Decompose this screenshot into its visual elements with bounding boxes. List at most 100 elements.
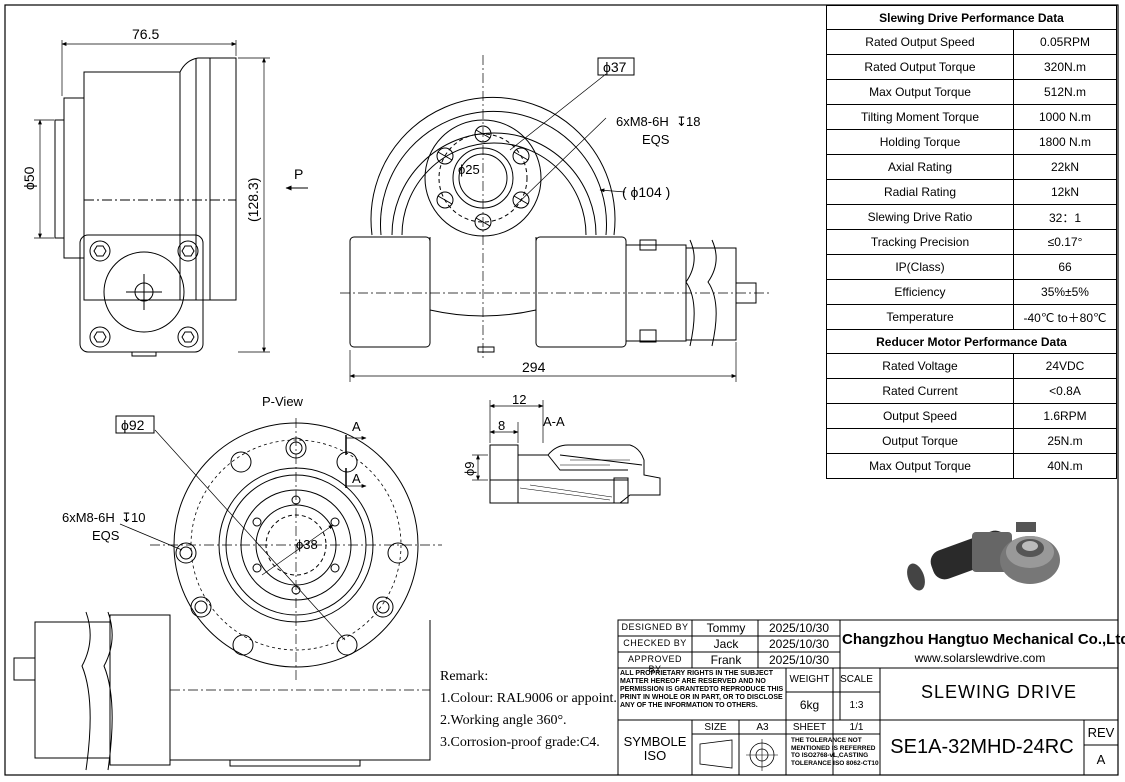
tolerance-note: THE TOLERANCE NOT MENTIONED IS REFERRED …: [791, 737, 879, 767]
scale-label: SCALE: [840, 674, 873, 685]
row-label: Axial Rating: [826, 154, 1014, 180]
sheet-value: 1/1: [849, 722, 864, 733]
remark-item-3: 3.Corrosion-proof grade:C4.: [440, 735, 600, 750]
dim-12: 12: [512, 392, 526, 407]
company-name: Changzhou Hangtuo Mechanical Co.,Ltd: [842, 631, 1125, 648]
row-label: Efficiency: [826, 279, 1014, 305]
table-header-row: Slewing Drive Performance Data: [826, 5, 1117, 30]
row-label: Temperature: [826, 304, 1014, 330]
section-mark-a-top: A: [352, 419, 361, 434]
rev-label: REV: [1087, 725, 1115, 740]
section-mark-a-bottom: A: [352, 471, 361, 486]
eqs-bottom: EQS: [92, 528, 120, 543]
scale-value: 1:3: [849, 700, 864, 711]
row-label: Tilting Moment Torque: [826, 104, 1014, 130]
row-label: Rated Voltage: [826, 353, 1014, 379]
dim-dia-38: ϕ38: [296, 537, 318, 552]
row-value: 22kN: [1013, 154, 1117, 180]
row-value: 12kN: [1013, 179, 1117, 205]
designed-date: 2025/10/30: [768, 621, 830, 635]
table-row: Rated Current<0.8A: [826, 378, 1117, 404]
drawing-border: [4, 4, 1119, 776]
checked-date: 2025/10/30: [768, 637, 830, 651]
proprietary-notice: ALL PROPRIETARY RIGHTS IN THE SUBJECT MA…: [620, 670, 784, 709]
remark-title: Remark:: [440, 669, 489, 684]
row-label: Holding Torque: [826, 129, 1014, 155]
designed-by-name: Tommy: [706, 621, 746, 635]
row-value: 66: [1013, 254, 1117, 280]
row-label: Rated Output Torque: [826, 54, 1014, 80]
row-label: IP(Class): [826, 254, 1014, 280]
table-row: IP(Class)66: [826, 254, 1117, 280]
company-website: www.solarslewdrive.com: [914, 651, 1046, 665]
remark-item-1: 1.Colour: RAL9006 or appoint.: [440, 691, 617, 706]
row-value: 1.6RPM: [1013, 403, 1117, 429]
section-a-a-view: [472, 400, 661, 504]
thread-spec-top: 6xM8-6H: [616, 114, 669, 129]
row-value: 0.05RPM: [1013, 29, 1117, 55]
eqs-top: EQS: [642, 132, 670, 147]
thread-depth-bottom: 10: [131, 510, 145, 525]
size-value: A3: [756, 722, 769, 733]
row-label: Output Torque: [826, 428, 1014, 454]
rev-value: A: [1096, 752, 1106, 767]
thread-spec-bottom: 6xM8-6H: [62, 510, 115, 525]
row-label: Slewing Drive Ratio: [826, 204, 1014, 230]
checked-by-name: Jack: [713, 637, 739, 651]
row-value: 24VDC: [1013, 353, 1117, 379]
designed-by-label: DESIGNED BY: [621, 622, 689, 632]
thread-depth-top: 18: [686, 114, 700, 129]
p-view-label: P-View: [262, 394, 304, 409]
row-label: Rated Current: [826, 378, 1014, 404]
approved-by-label: APPROVED BY: [627, 654, 682, 674]
row-value: 35%±5%: [1013, 279, 1117, 305]
table-row: Temperature-40℃ to＋80℃: [826, 304, 1117, 330]
weight-label: WEIGHT: [789, 674, 830, 685]
thread-depth-bottom-icon: ↧: [121, 510, 132, 525]
row-value: ≤0.17°: [1013, 229, 1117, 255]
dim-dia-50: ϕ50: [21, 166, 37, 190]
row-label: Rated Output Speed: [826, 29, 1014, 55]
row-value: -40℃ to＋80℃: [1013, 304, 1117, 330]
row-label: Tracking Precision: [826, 229, 1014, 255]
dim-8: 8: [498, 418, 505, 433]
p-view: [13, 415, 442, 771]
side-view: [34, 40, 308, 357]
view-arrow-p: P: [294, 166, 303, 182]
table-section-title: Reducer Motor Performance Data: [826, 329, 1117, 354]
table-section-title: Slewing Drive Performance Data: [826, 5, 1117, 30]
symbol-label: SYMBOLE: [623, 734, 687, 749]
title-block-frame: [617, 619, 1119, 776]
thread-depth-top-icon: ↧: [676, 114, 687, 129]
row-value: 40N.m: [1013, 453, 1117, 479]
dim-dia-37: ϕ37: [603, 59, 627, 75]
row-value: 1800 N.m: [1013, 129, 1117, 155]
row-label: Radial Rating: [826, 179, 1014, 205]
weight-value: 6kg: [799, 698, 820, 712]
row-value: 25N.m: [1013, 428, 1117, 454]
dim-294: 294: [522, 359, 546, 375]
sheet-label: SHEET: [792, 722, 827, 733]
row-value: 512N.m: [1013, 79, 1117, 105]
part-number: SE1A-32MHD-24RC: [890, 736, 1074, 758]
product-name: SLEWING DRIVE: [920, 682, 1078, 702]
symbol-iso: ISO: [643, 748, 667, 763]
row-value: 32：1: [1013, 204, 1117, 230]
section-a-a-label: A-A: [543, 414, 565, 429]
row-label: Max Output Torque: [826, 79, 1014, 105]
dim-76-5: 76.5: [132, 26, 159, 42]
table-header-row: Reducer Motor Performance Data: [826, 329, 1117, 354]
